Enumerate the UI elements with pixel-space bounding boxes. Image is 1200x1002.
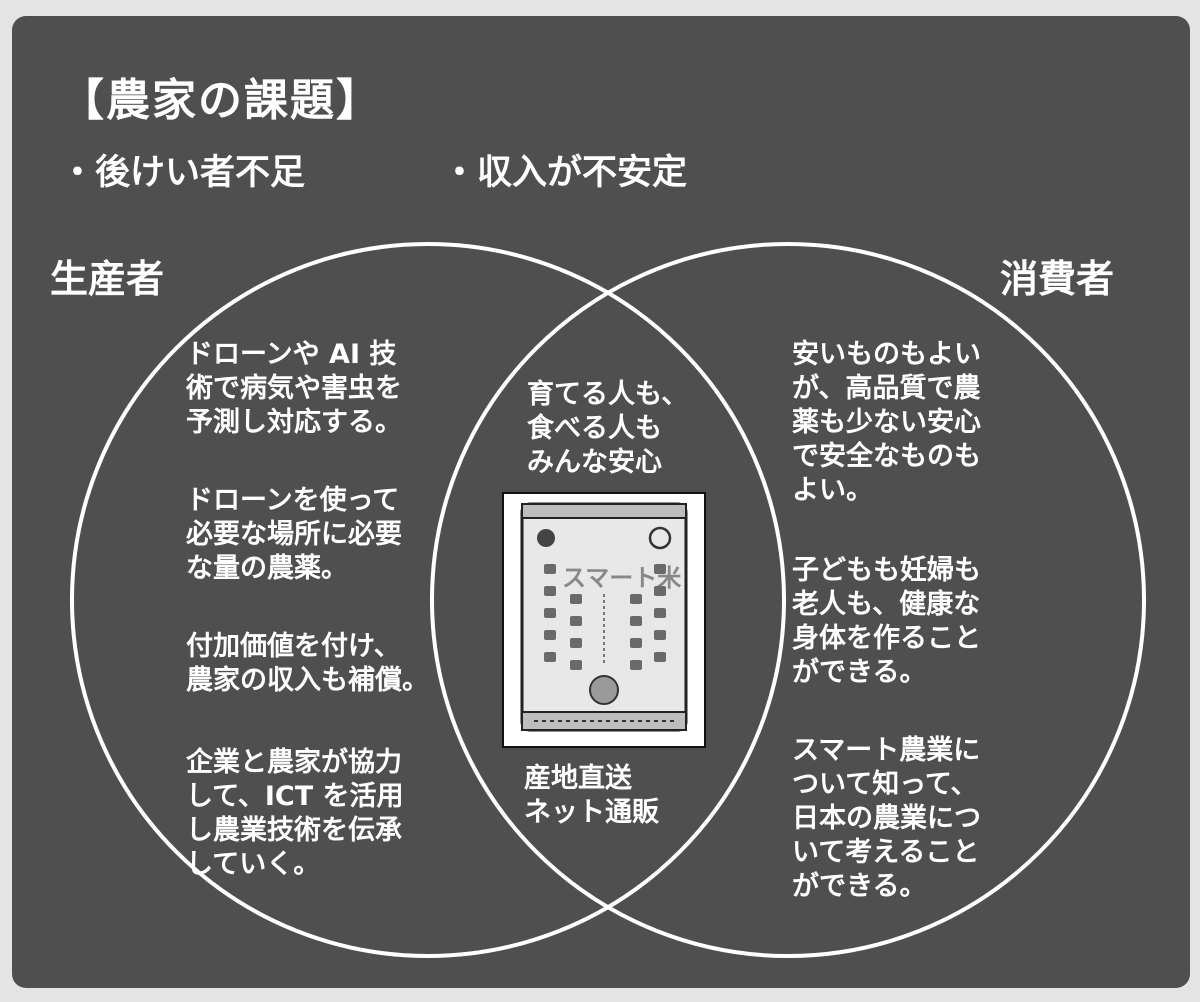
producer-block-pesticide: ドローンを使って 必要な場所に必要 な量の農薬。 xyxy=(186,484,402,586)
text-line: で安全なものも xyxy=(792,441,981,472)
text-line: 日本の農業につ xyxy=(792,803,981,834)
text-line: 食べる人も xyxy=(527,413,662,444)
text-line: 育てる人も、 xyxy=(527,379,689,410)
text-line: していく。 xyxy=(186,849,321,880)
text-line: 子どもも妊婦も xyxy=(792,555,981,586)
overlap-top-text: 育てる人も、 食べる人も みんな安心 xyxy=(527,378,688,480)
venn-diagram-board: 【農家の課題】 ・後けい者不足 ・収入が不安定 生産者 消費者 ドローンや AI… xyxy=(12,16,1190,988)
text-line: 予測し対応する。 xyxy=(186,407,402,438)
text-line: スマート農業に xyxy=(792,735,981,766)
diagram-title: 【農家の課題】 xyxy=(60,75,382,126)
venn-circles xyxy=(70,242,1146,958)
text-line: 産地直送 xyxy=(524,763,632,794)
issue-unstable-income: ・収入が不安定 xyxy=(442,153,688,193)
text-line: して、ICT を活用 xyxy=(186,781,404,812)
text-line: 安いものもよい xyxy=(792,339,981,370)
text-line: ついて知って、 xyxy=(792,769,978,800)
text-line: 老人も、健康な xyxy=(792,589,981,620)
consumer-block-awareness: スマート農業に ついて知って、 日本の農業につ いて考えること ができる。 xyxy=(792,734,981,904)
text-line: ができる。 xyxy=(792,871,927,902)
text-line: ができる。 xyxy=(792,657,927,688)
text-line: ネット通販 xyxy=(524,797,659,828)
issue-successor-shortage: ・後けい者不足 xyxy=(60,153,306,193)
producer-block-drone-ai: ドローンや AI 技 術で病気や害虫を 予測し対応する。 xyxy=(186,338,402,440)
overlap-bottom-text: 産地直送 ネット通販 xyxy=(524,762,659,830)
text-line: よい。 xyxy=(792,475,873,506)
text-line: 付加価値を付け、 xyxy=(186,631,401,662)
consumer-block-health: 子どもも妊婦も 老人も、健康な 身体を作ること ができる。 xyxy=(792,554,981,690)
text-line: みんな安心 xyxy=(527,447,662,478)
text-line: 術で病気や害虫を xyxy=(186,373,402,404)
text-line: し農業技術を伝承 xyxy=(186,815,402,846)
text-line: ドローンを使って xyxy=(186,485,400,516)
rice-bag-drawing: スマート米 xyxy=(520,502,688,732)
consumer-label: 消費者 xyxy=(1000,257,1115,301)
consumer-block-price-quality: 安いものもよい が、高品質で農 薬も少ない安心 で安全なものも よい。 xyxy=(792,338,981,508)
text-line: な量の農薬。 xyxy=(186,553,348,584)
text-line: いて考えること xyxy=(792,837,980,868)
text-line: 身体を作ること xyxy=(792,623,981,654)
consumer-circle xyxy=(430,242,1146,958)
producer-circle xyxy=(70,242,786,958)
text-line: が、高品質で農 xyxy=(792,373,981,404)
text-line: 薬も少ない安心 xyxy=(792,407,981,438)
text-line: 企業と農家が協力 xyxy=(186,747,402,778)
smart-rice-package-illustration: スマート米 xyxy=(502,492,706,748)
producer-label: 生産者 xyxy=(50,257,165,301)
producer-block-cooperation: 企業と農家が協力 して、ICT を活用 し農業技術を伝承 していく。 xyxy=(186,746,404,882)
text-line: ドローンや AI 技 xyxy=(186,339,397,370)
producer-block-added-value: 付加価値を付け、 農家の収入も補償。 xyxy=(186,630,429,698)
text-line: 必要な場所に必要 xyxy=(186,519,402,550)
text-line: 農家の収入も補償。 xyxy=(186,665,429,696)
